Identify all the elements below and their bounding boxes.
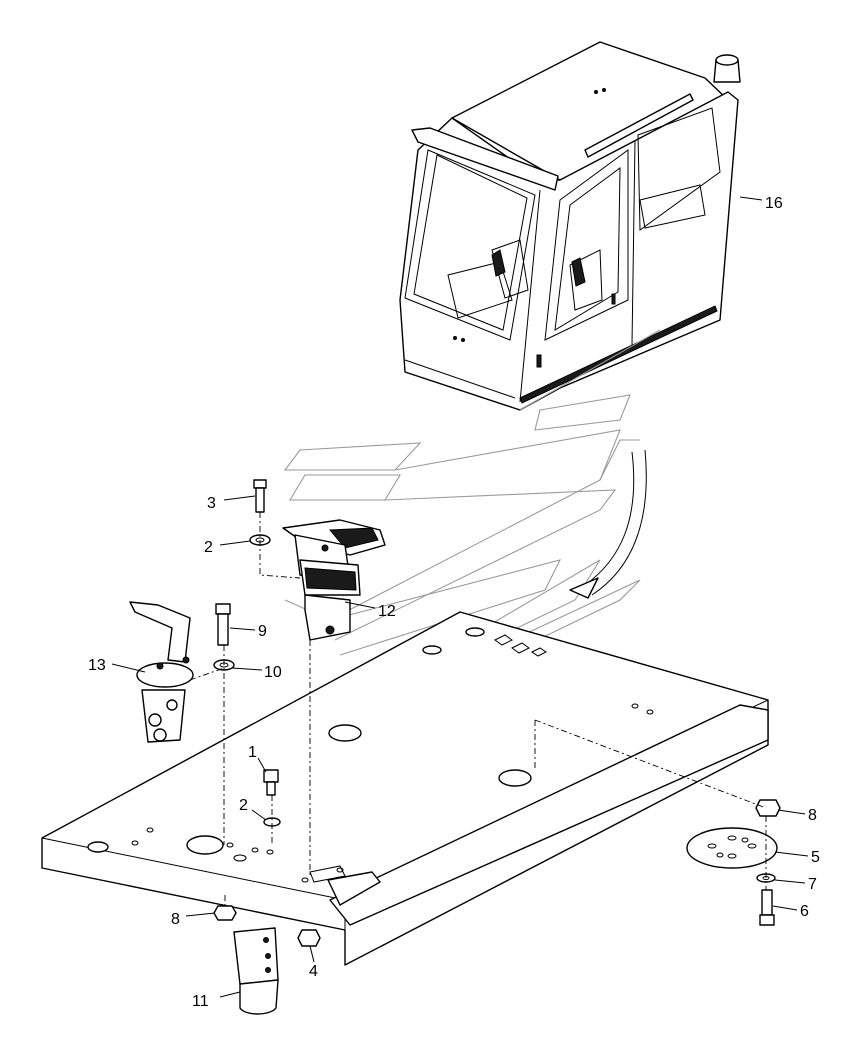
leader-lines	[111, 196, 809, 998]
assembly-axes	[189, 512, 767, 906]
callout-8-right: 8	[808, 807, 817, 824]
callout-13: 13	[88, 657, 106, 674]
cab	[399, 41, 741, 411]
callout-5: 5	[811, 849, 820, 866]
callout-2-upper: 2	[204, 539, 213, 556]
callout-1: 1	[248, 744, 257, 761]
callout-4: 4	[309, 963, 318, 980]
hand-valve	[129, 601, 194, 743]
nut-8-right	[755, 799, 781, 817]
bolt-1	[263, 769, 279, 796]
mount-plate-5	[686, 827, 778, 869]
callout-3: 3	[207, 495, 216, 512]
valve-block-11	[233, 927, 279, 1015]
assembly-direction-arrows	[283, 329, 661, 661]
bolt-9	[215, 603, 231, 646]
callout-10: 10	[264, 664, 282, 681]
nut-4	[297, 929, 321, 947]
callout-8-left: 8	[171, 911, 180, 928]
callout-11: 11	[192, 993, 209, 1010]
floor-plate	[41, 611, 769, 966]
bolt-6	[759, 889, 775, 926]
pedal-valve	[282, 519, 386, 641]
callout-2-lower: 2	[239, 797, 248, 814]
callout-9: 9	[258, 623, 267, 640]
bolt-3	[253, 479, 267, 513]
nut-8-left	[213, 905, 237, 921]
callout-16: 16	[765, 195, 783, 212]
callout-6: 6	[800, 903, 809, 920]
callout-12: 12	[378, 603, 396, 620]
callout-7: 7	[808, 876, 817, 893]
callout-labels: 16 3 2 12 9 10 13 1 2 8 5 7 6 8 4 11	[88, 195, 820, 1010]
